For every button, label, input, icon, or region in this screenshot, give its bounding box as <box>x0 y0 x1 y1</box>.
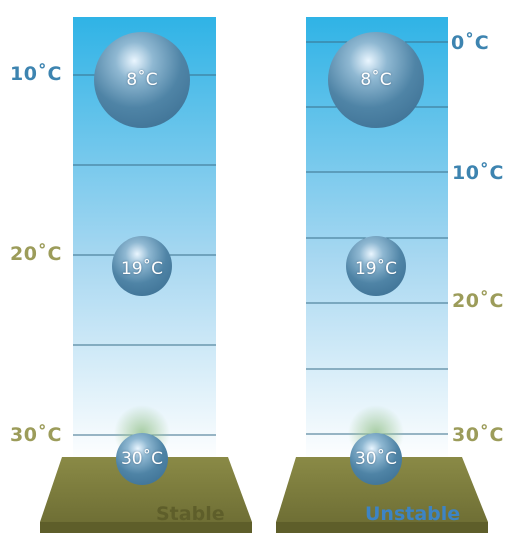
unstable-temp-label-30: 30˚C <box>452 424 504 446</box>
stable-bubble-label-bottom: 30˚C <box>120 449 164 469</box>
unstable-caption: Unstable <box>365 503 461 525</box>
unstable-column-graphic <box>276 17 488 533</box>
unstable-ground-top <box>276 457 488 522</box>
stable-temp-label-10: 10˚C <box>10 63 62 85</box>
unstable-bubble-top <box>328 32 424 128</box>
unstable-bubble-bottom <box>350 433 402 485</box>
unstable-temp-label-0: 0˚C <box>451 32 490 54</box>
stable-temp-label-20: 20˚C <box>10 243 62 265</box>
unstable-temp-label-20: 20˚C <box>452 290 504 312</box>
stable-column-graphic <box>40 17 252 533</box>
stable-caption: Stable <box>156 503 225 525</box>
unstable-ground-edge <box>276 522 488 533</box>
stable-bubble-top <box>94 32 190 128</box>
unstable-temp-label-10: 10˚C <box>452 162 504 184</box>
stable-temp-label-30: 30˚C <box>10 424 62 446</box>
unstable-bubble-middle <box>346 236 406 296</box>
stable-column: 10˚C 20˚C 30˚C 8˚C 19˚C 30˚C Stable <box>10 17 252 533</box>
unstable-bubble-label-top: 8˚C <box>360 70 392 90</box>
stable-ground-edge <box>40 522 252 533</box>
stable-bubble-middle <box>112 236 172 296</box>
stable-bubble-label-top: 8˚C <box>126 70 158 90</box>
unstable-bubble-label-bottom: 30˚C <box>354 449 398 469</box>
stable-bubble-label-middle: 19˚C <box>120 259 164 279</box>
stable-ground-top <box>40 457 252 522</box>
unstable-bubble-label-middle: 19˚C <box>354 259 398 279</box>
unstable-column: 0˚C 10˚C 20˚C 30˚C 8˚C 19˚C 30˚C Unstabl… <box>260 0 519 549</box>
stable-bubble-bottom <box>116 433 168 485</box>
